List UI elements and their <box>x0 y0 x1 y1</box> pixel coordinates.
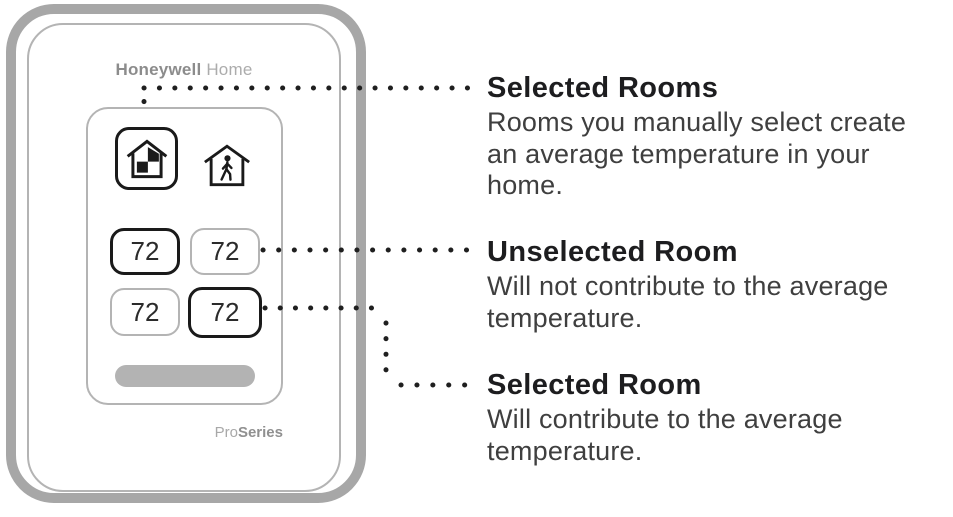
proseries-label: ProSeries <box>163 424 283 441</box>
room-button-selected-1[interactable]: 72 <box>110 228 180 275</box>
annotation-body: Rooms you manually select create an aver… <box>487 107 949 202</box>
home-selected-rooms-button[interactable] <box>115 127 178 190</box>
annotation-body: Will not contribute to the average tempe… <box>487 271 949 334</box>
home-nav-pill-button[interactable] <box>115 365 255 387</box>
room-button-unselected-2[interactable]: 72 <box>110 288 180 336</box>
proseries-label-pro: Pro <box>214 424 238 441</box>
room-temp-value: 72 <box>130 296 160 327</box>
room-temp-value: 72 <box>210 236 240 266</box>
annotation-selected-room: Selected Room Will contribute to the ave… <box>487 369 949 467</box>
annotation-title: Selected Room <box>487 369 702 401</box>
annotation-title: Selected Rooms <box>487 72 719 104</box>
annotation-body: Will contribute to the average temperatu… <box>487 404 949 467</box>
annotation-line: temperature. <box>487 435 643 466</box>
annotation-selected-rooms: Selected Rooms Rooms you manually select… <box>487 72 949 202</box>
room-button-unselected-1[interactable]: 72 <box>190 228 260 275</box>
annotation-unselected-room: Unselected Room Will not contribute to t… <box>487 236 949 334</box>
room-button-selected-2[interactable]: 72 <box>188 287 262 338</box>
brand-logo-home: Home <box>206 60 253 79</box>
annotation-line: temperature. <box>487 302 643 333</box>
annotation-line: an average temperature in your <box>487 138 870 169</box>
room-temp-value: 72 <box>210 297 240 327</box>
away-icon <box>204 144 250 187</box>
away-mode-button[interactable] <box>201 141 253 189</box>
home-with-rooms-icon <box>126 139 167 178</box>
proseries-label-series: Series <box>237 424 283 441</box>
annotation-line: Will contribute to the average <box>487 404 843 434</box>
annotation-line: home. <box>487 170 564 200</box>
brand-logo-honeywell: Honeywell <box>115 60 202 79</box>
brand-logo: Honeywell Home <box>27 60 341 80</box>
annotation-line: Rooms you manually select create <box>487 107 907 137</box>
room-temp-value: 72 <box>130 236 160 266</box>
annotation-title: Unselected Room <box>487 236 738 268</box>
annotation-line: Will not contribute to the average <box>487 271 889 301</box>
